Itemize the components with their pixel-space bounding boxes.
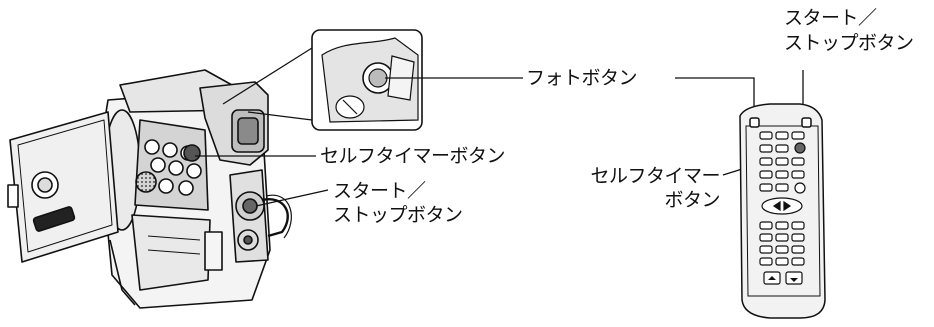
start-stop-button-label-line2: ストップボタン	[333, 204, 463, 226]
brand-logo	[32, 206, 76, 232]
remote-self-timer-label-line1: セルフタイマー	[590, 165, 720, 187]
remote-start-stop-label-line1: スタート／	[784, 7, 877, 29]
callout-inset	[222, 29, 423, 131]
photo-button-label: フォトボタン	[526, 67, 638, 89]
remote-control-illustration	[739, 103, 826, 319]
remote-start-stop-label-line2: ストップボタン	[784, 32, 914, 54]
self-timer-button-label: セルフタイマーボタン	[320, 145, 506, 167]
lcd-panel	[9, 111, 119, 263]
remote-self-timer-label-line2: ボタン	[664, 189, 720, 211]
camcorder-illustration	[7, 69, 292, 309]
start-stop-button-label-line1: スタート／	[333, 180, 426, 202]
